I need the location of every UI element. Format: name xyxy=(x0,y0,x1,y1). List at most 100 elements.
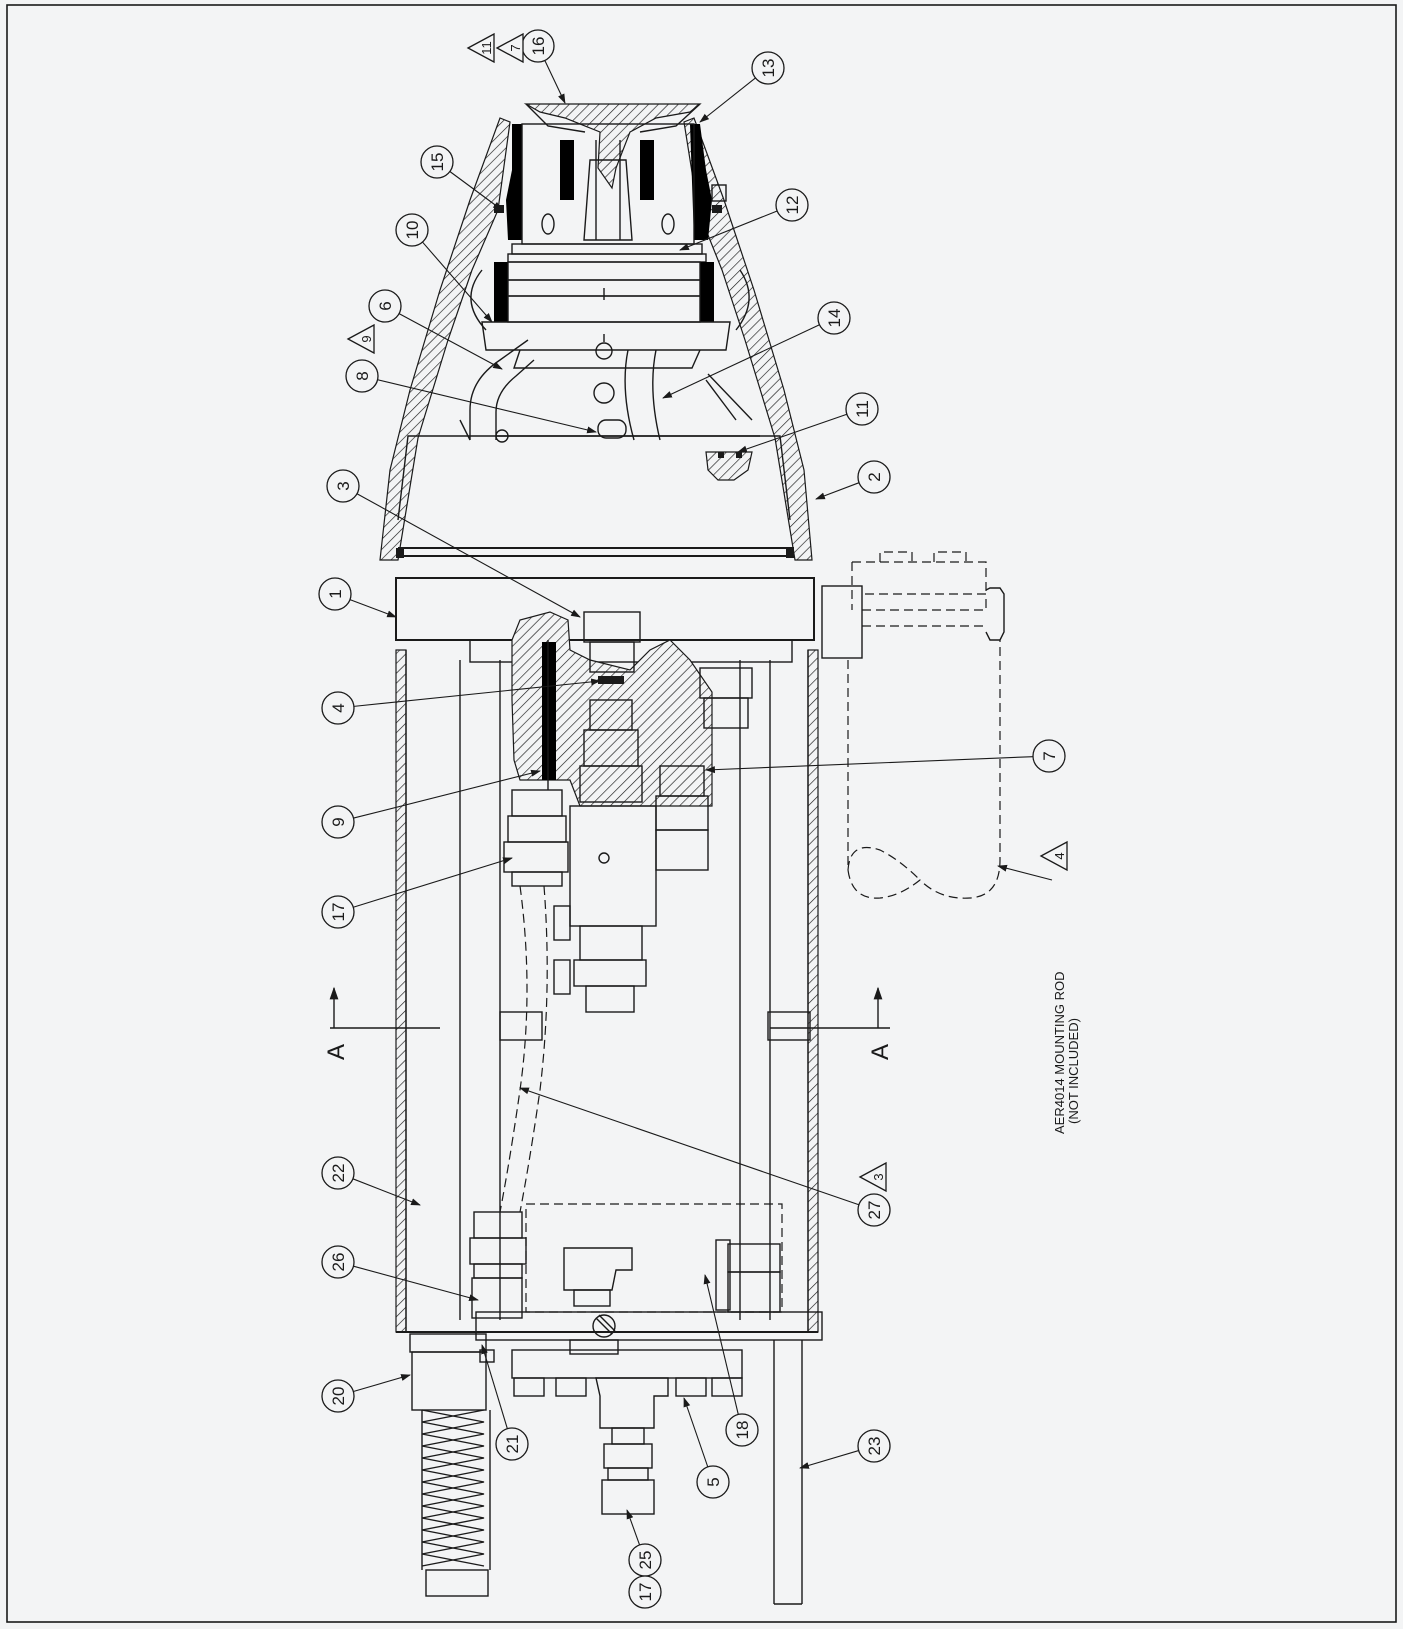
leader-lines xyxy=(349,60,1034,1546)
balloon-label: 21 xyxy=(503,1435,522,1454)
bottom-plate xyxy=(511,1339,743,1515)
leader-b23 xyxy=(799,1450,859,1469)
balloon-label: 8 xyxy=(353,371,372,380)
balloon-label: 12 xyxy=(783,196,802,215)
balloon-b16: 16 xyxy=(521,29,555,63)
lower-housing xyxy=(395,649,819,1333)
balloon-b17: 17 xyxy=(321,895,355,929)
balloon-label: 26 xyxy=(329,1253,348,1272)
balloon-b18: 18 xyxy=(725,1413,759,1447)
flag-label: 4 xyxy=(1052,852,1067,859)
balloon-b6: 6 xyxy=(368,289,402,323)
leader-b17 xyxy=(353,857,513,908)
leader-b1 xyxy=(349,599,397,618)
solenoid-body xyxy=(553,805,657,1013)
leader-b11 xyxy=(737,413,848,453)
balloon-label: 7 xyxy=(1040,751,1059,760)
leader-b20 xyxy=(353,1374,411,1393)
section-line-a-a: A A xyxy=(323,986,894,1060)
flag-f3: 3 xyxy=(858,1161,887,1193)
leader-b21 xyxy=(481,1344,508,1429)
balloon-b22: 22 xyxy=(321,1156,355,1190)
balloon-label: 6 xyxy=(376,301,395,310)
balloon-b5: 5 xyxy=(696,1465,730,1499)
balloon-b25: 25 xyxy=(628,1543,662,1577)
balloon-b11: 11 xyxy=(845,392,879,426)
leader-b8 xyxy=(377,379,597,434)
leader-b16 xyxy=(544,60,566,104)
flag-f9: 9 xyxy=(346,323,375,355)
mounting-rod-note: AER4014 MOUNTING ROD (NOT INCLUDED) xyxy=(1052,971,1081,1134)
leader-b10 xyxy=(422,241,493,323)
balloon-label: 25 xyxy=(636,1551,655,1570)
cable-gland xyxy=(409,1333,495,1597)
balloon-label: 18 xyxy=(733,1421,752,1440)
leader-b2 xyxy=(815,482,860,500)
flag-f7: 7 xyxy=(495,32,524,64)
balloon-label: 10 xyxy=(403,221,422,240)
valve-manifold xyxy=(511,611,753,871)
nose-cone xyxy=(379,117,813,561)
balloon-b14: 14 xyxy=(817,301,851,335)
balloon-label: 15 xyxy=(428,153,447,172)
balloon-label: 13 xyxy=(759,59,778,78)
leader-b25 xyxy=(626,1509,641,1546)
leader-b3 xyxy=(356,493,581,618)
balloon-b4: 4 xyxy=(321,691,355,725)
balloon-label: 16 xyxy=(529,37,548,56)
balloon-b8: 8 xyxy=(345,359,379,393)
balloon-label: 2 xyxy=(865,472,884,481)
balloon-b12: 12 xyxy=(775,188,809,222)
balloon-label: 1 xyxy=(326,589,345,598)
item-balloons: 1613151210614811231479172227262021185232… xyxy=(318,29,1066,1609)
balloon-b26: 26 xyxy=(321,1245,355,1279)
balloon-label: 3 xyxy=(334,481,353,490)
balloon-label: 5 xyxy=(704,1477,723,1486)
mounting-rod xyxy=(821,551,1005,899)
flag-label: 3 xyxy=(871,1173,886,1180)
balloon-label: 23 xyxy=(865,1437,884,1456)
balloon-label: 9 xyxy=(329,817,348,826)
leader-b26 xyxy=(353,1265,479,1302)
section-letter-left: A xyxy=(323,1044,350,1060)
nozzle-head xyxy=(481,103,731,404)
leader-b7 xyxy=(705,756,1034,774)
conduit xyxy=(773,1340,803,1605)
leader-b9 xyxy=(353,769,541,819)
leader-b14 xyxy=(662,324,820,399)
leader-b22 xyxy=(352,1178,421,1206)
balloon-label: 22 xyxy=(329,1164,348,1183)
control-module xyxy=(475,1203,823,1341)
flag-f4: 4 xyxy=(1039,840,1068,872)
balloon-b2: 2 xyxy=(857,460,891,494)
leader-b13 xyxy=(699,77,756,123)
flag-label: 11 xyxy=(479,41,494,55)
leader-b18 xyxy=(703,1274,739,1415)
balloon-label: 27 xyxy=(865,1201,884,1220)
leader-b15 xyxy=(449,171,503,211)
note-line-1: AER4014 MOUNTING ROD xyxy=(1052,971,1067,1134)
leader-b6 xyxy=(398,313,503,370)
leader-b4 xyxy=(353,678,601,707)
balloon-b10: 10 xyxy=(395,213,429,247)
note-flags: 11 7 9 4 3 xyxy=(346,32,1068,1193)
balloon-label: 17 xyxy=(329,903,348,922)
balloon-b17b: 17 xyxy=(628,1575,662,1609)
balloon-b13: 13 xyxy=(751,51,785,85)
note-line-2: (NOT INCLUDED) xyxy=(1066,1018,1081,1124)
flag-label: 7 xyxy=(508,44,523,51)
base-ring xyxy=(395,577,815,663)
leader-b27 xyxy=(519,1087,860,1206)
balloon-b9: 9 xyxy=(321,805,355,839)
leader-b12 xyxy=(679,210,778,251)
balloon-b23: 23 xyxy=(857,1429,891,1463)
balloon-b15: 15 xyxy=(420,145,454,179)
fitting-and-tube xyxy=(469,789,569,1319)
balloon-label: 4 xyxy=(329,703,348,712)
flag-label: 9 xyxy=(359,335,374,342)
balloon-label: 11 xyxy=(853,400,872,418)
leader-b5 xyxy=(683,1397,709,1468)
coolant-tubes xyxy=(459,269,760,481)
flag-f11: 11 xyxy=(466,32,495,64)
